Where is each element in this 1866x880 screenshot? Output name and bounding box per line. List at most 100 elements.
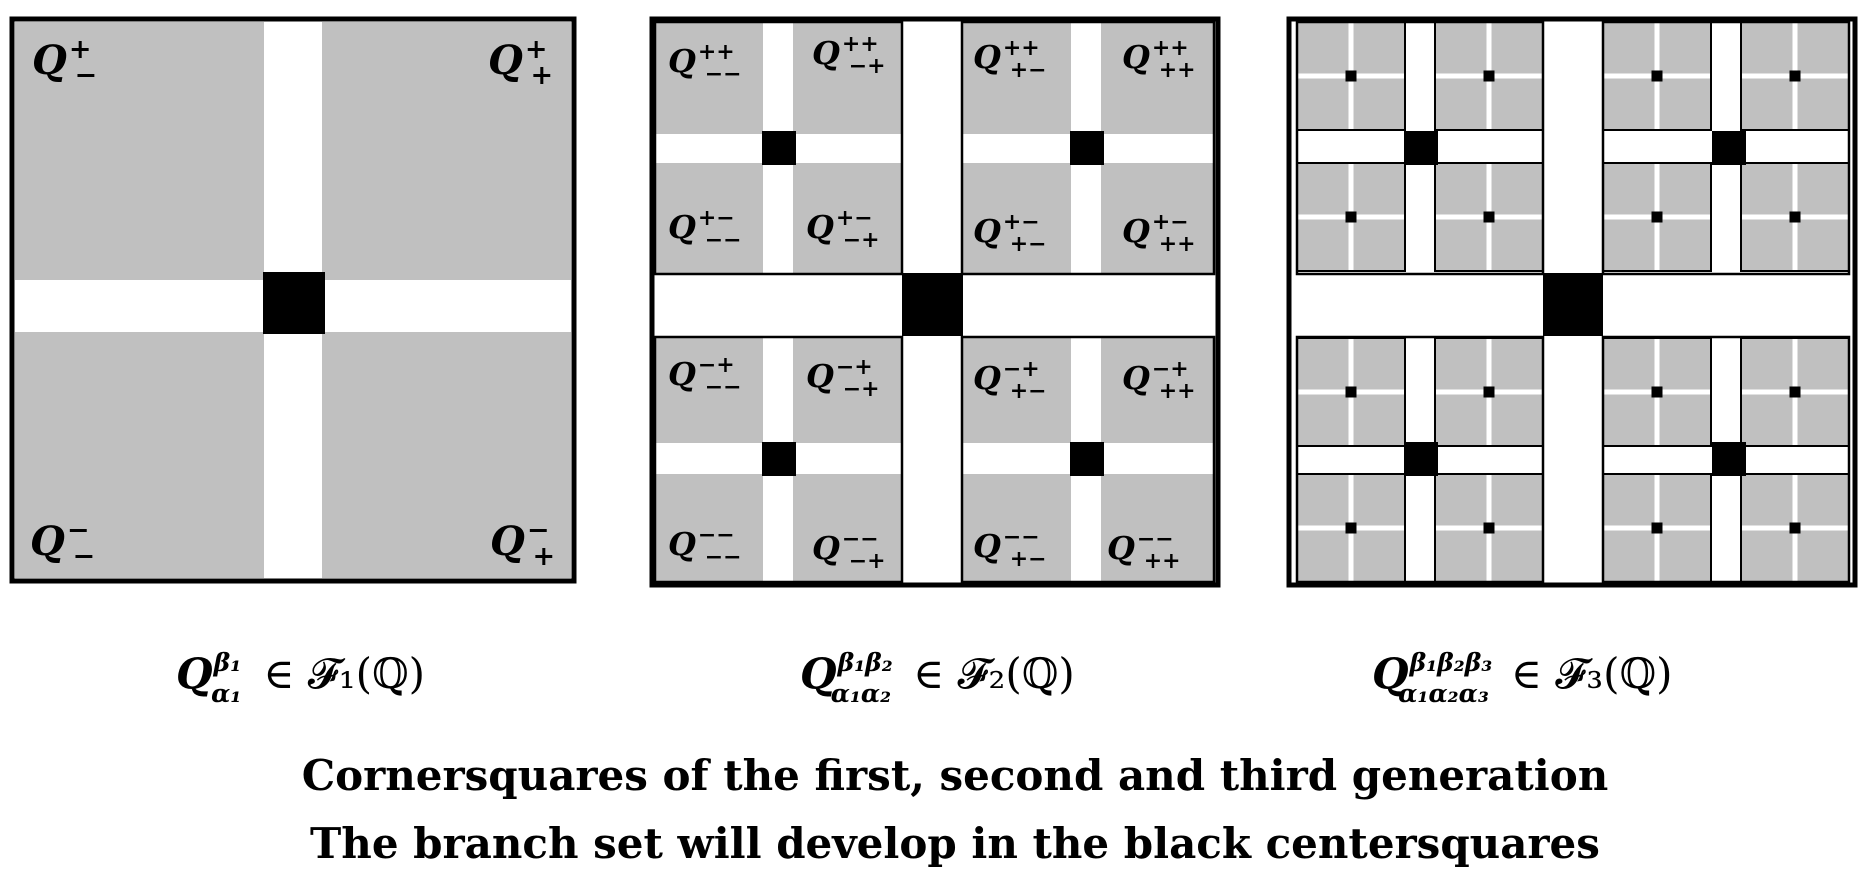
cornersquare	[793, 474, 901, 581]
cornersquare	[1797, 78, 1849, 130]
cornersquare	[1491, 394, 1543, 446]
cornersquare	[963, 22, 1071, 134]
cornersquare	[1797, 163, 1849, 215]
caption-line-2: The branch set will develop in the black…	[310, 819, 1600, 868]
cornersquare	[655, 163, 763, 275]
centersquare	[1404, 442, 1438, 476]
centersquare	[1789, 211, 1801, 223]
cornersquare	[1659, 219, 1711, 271]
centersquare	[1651, 70, 1663, 82]
corner-label: Q+−++	[1122, 209, 1196, 257]
centersquare	[1651, 386, 1663, 398]
centersquare	[1789, 522, 1801, 534]
cornersquare	[1491, 78, 1543, 130]
cornersquare	[1435, 394, 1487, 446]
cornersquare	[1603, 530, 1655, 582]
centersquare	[1070, 442, 1104, 476]
cornersquare	[1297, 474, 1349, 526]
cornersquare	[1353, 394, 1405, 446]
cornersquare	[1297, 394, 1349, 446]
cornersquare	[1491, 474, 1543, 526]
cornersquare	[655, 22, 763, 134]
cornersquare	[793, 163, 901, 275]
corner-label: Q++	[488, 34, 553, 91]
cornersquare	[322, 332, 571, 578]
cornersquare	[1659, 394, 1711, 446]
cornersquare	[15, 22, 264, 280]
cornersquare	[1353, 78, 1405, 130]
centersquare	[1483, 211, 1495, 223]
cornersquare	[1435, 530, 1487, 582]
cornersquare	[1101, 163, 1214, 275]
corner-label: Q+−−+	[806, 205, 880, 253]
panel-3-border	[1286, 16, 1858, 588]
cornersquare	[1741, 394, 1793, 446]
cornersquare	[1353, 338, 1405, 390]
centersquare	[1483, 70, 1495, 82]
subsquare-outline	[1601, 20, 1851, 276]
cornersquare	[1603, 394, 1655, 446]
cornersquare	[1659, 22, 1711, 74]
corner-label: Q−−+−	[973, 524, 1047, 572]
cornersquare	[1101, 474, 1214, 581]
cornersquare	[1353, 530, 1405, 582]
centersquare	[762, 131, 796, 165]
cornersquare	[655, 474, 763, 581]
centersquare	[1651, 211, 1663, 223]
centersquare	[263, 272, 325, 334]
centersquare	[1789, 70, 1801, 82]
cornersquare	[1297, 163, 1349, 215]
corner-label: Q+++−	[973, 35, 1047, 83]
cornersquare	[1797, 219, 1849, 271]
cornersquare	[15, 332, 264, 578]
corner-label: Q−+++	[1122, 356, 1196, 404]
cornersquare	[1741, 474, 1793, 526]
cornersquare	[1741, 163, 1793, 215]
cornersquare	[1603, 163, 1655, 215]
corner-label: Q−−−−	[668, 522, 742, 570]
panel-generation-1: Q+− Q++ Q−− Q−+	[9, 16, 577, 584]
cornersquare	[1659, 474, 1711, 526]
cornersquare	[1603, 338, 1655, 390]
corner-label: Q−+	[490, 515, 555, 572]
centersquare	[1483, 522, 1495, 534]
cornersquare	[1659, 530, 1711, 582]
cornersquare	[1741, 22, 1793, 74]
cornersquare	[963, 474, 1071, 581]
cornersquare	[1435, 22, 1487, 74]
corner-label: Q−+−−	[668, 352, 742, 400]
cornersquare	[1101, 338, 1214, 443]
corner-label: Q++−+	[812, 31, 886, 79]
cornersquare	[655, 338, 763, 443]
cornersquare	[1435, 474, 1487, 526]
cornersquare	[1603, 219, 1655, 271]
panel-2-border	[649, 16, 1221, 588]
cornersquare	[1101, 22, 1214, 134]
centersquare	[1345, 386, 1357, 398]
subsquare-outline	[653, 20, 904, 276]
cornersquare	[793, 22, 901, 134]
cornersquare	[1297, 78, 1349, 130]
cornersquare	[1353, 474, 1405, 526]
subsquare-outline	[960, 335, 1216, 584]
cornersquare	[1435, 219, 1487, 271]
centersquare	[1712, 442, 1746, 476]
cornersquare	[1603, 22, 1655, 74]
subsquare-outline	[960, 20, 1216, 276]
subsquare-outline	[1295, 20, 1545, 276]
cornersquare	[1659, 163, 1711, 215]
cornersquare	[963, 163, 1071, 275]
cornersquare	[1491, 530, 1543, 582]
corner-label: Q−−	[30, 515, 95, 572]
cornersquare	[1659, 338, 1711, 390]
cornersquare	[1741, 78, 1793, 130]
centersquare	[1651, 522, 1663, 534]
centersquare	[1789, 386, 1801, 398]
cornersquare	[1741, 219, 1793, 271]
cornersquare	[1741, 530, 1793, 582]
cornersquare	[1659, 78, 1711, 130]
corner-label: Q−−−+	[812, 526, 886, 574]
